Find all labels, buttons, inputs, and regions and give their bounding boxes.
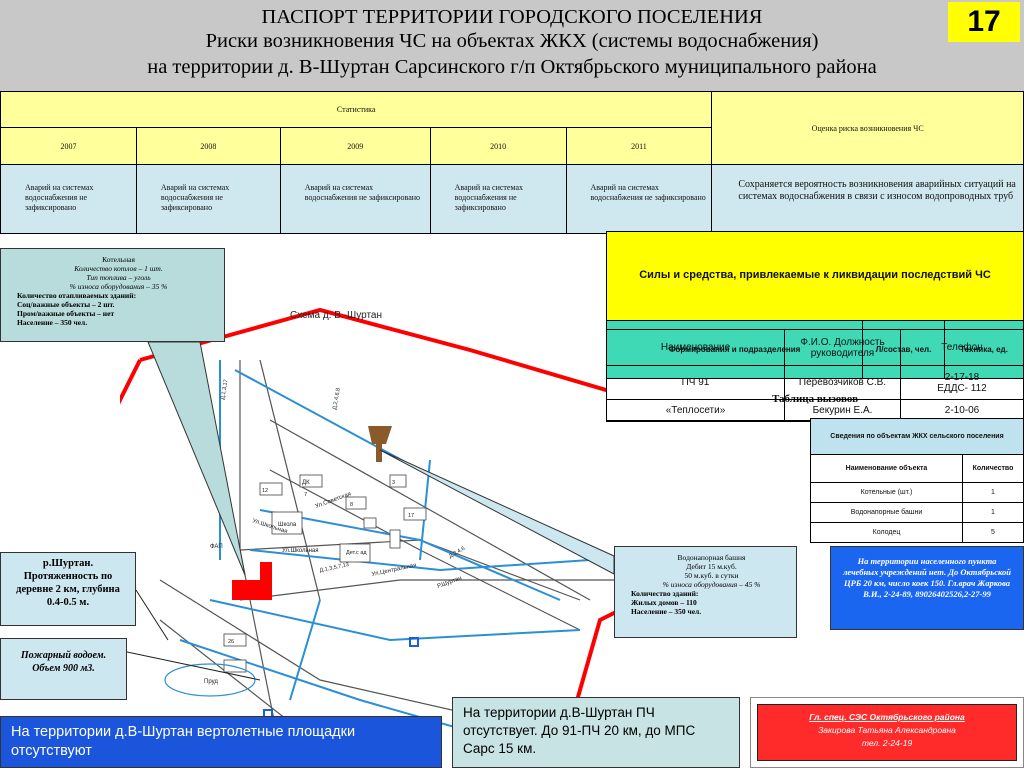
page-subtitle-location: на территории д. В-Шуртан Сарсинского г/… <box>147 56 877 78</box>
boiler-line: % износа оборудования – 35 % <box>69 282 168 291</box>
house-number: 8 <box>350 502 353 508</box>
boiler-line: Население – 350 чел. <box>17 318 88 327</box>
sanitary-position: Гл. спец. СЭС Октябрьского района <box>809 712 965 722</box>
accidents-cell: Аварий на системах водоснабжения не зафи… <box>135 164 281 234</box>
boiler-callout: Котельная Количество котлов – 1 шт. Тип … <box>0 248 225 342</box>
table-row: Котельные (шт.) 1 <box>810 482 1024 503</box>
fire-station-callout: На территории д.В-Шуртан ПЧ отсутствует.… <box>452 697 740 768</box>
boiler-line: Соц/важные объекты – 2 шт. <box>17 300 115 309</box>
street-lines <box>159 359 620 751</box>
tower-line: 50 м.куб. в сутки <box>684 571 739 580</box>
sanitary-phone: тел. 2-24-19 <box>861 738 913 748</box>
house-range-label: Д.2,4,6,8 <box>332 388 342 411</box>
tower-line: % износа оборудования – 45 % <box>662 580 761 589</box>
accidents-cell: Аварий на системах водоснабжения не зафи… <box>565 164 713 234</box>
accidents-cell: Аварий на системах водоснабжения не зафи… <box>429 164 567 234</box>
statistics-header: Статистика <box>0 91 713 128</box>
table-row: Водонапорные башни 1 <box>810 502 1024 523</box>
object-name: Водонапорные башни <box>810 502 963 523</box>
object-count: 1 <box>962 502 1024 523</box>
water-tower-callout: Водонапорная башня Дебит 15 м.куб. 50 м.… <box>614 546 797 638</box>
page-subtitle: Риски возникновения ЧС на объектах ЖКХ (… <box>205 30 819 52</box>
house-number: 26 <box>228 639 234 645</box>
header-band: ПАСПОРТ ТЕРРИТОРИИ ГОРОДСКОГО ПОСЕЛЕНИЯ … <box>0 0 1024 91</box>
call-phone: 2-17-18 ЕДДС- 112 <box>900 365 1024 400</box>
call-name: ПЧ 91 <box>606 365 785 400</box>
object-name: Колодец <box>810 522 963 543</box>
accidents-cell: Аварий на системах водоснабжения не зафи… <box>279 164 431 234</box>
house-number: 7 <box>304 492 307 498</box>
year-cell: 2009 <box>279 127 431 165</box>
year-cell: 2008 <box>135 127 281 165</box>
pond-label: Пруд <box>204 679 218 685</box>
well-marker <box>409 637 419 647</box>
house-number: 3 <box>392 480 395 486</box>
call-person: Перевозчиков С.В. <box>784 365 901 400</box>
forces-title: Силы и средства, привлекаемые к ликвидац… <box>606 231 1024 321</box>
page-number-badge: 17 <box>948 2 1020 42</box>
building-label: Дет.с ад <box>346 550 367 556</box>
object-name: Котельные (шт.) <box>810 482 963 503</box>
statistics-table: Статистика Оценка риска возникновения ЧС… <box>0 91 1024 234</box>
zhkh-objects-table: Сведения по объектам ЖКХ сельского посел… <box>810 418 1024 543</box>
building-label: Школа <box>278 522 297 528</box>
boiler-title: Котельная <box>102 255 135 264</box>
calls-table: Наименование Ф.И.О. Должность руководите… <box>606 329 1024 422</box>
object-count: 1 <box>962 482 1024 503</box>
sanitary-inner: Гл. спец. СЭС Октябрьского района Закиро… <box>757 704 1017 761</box>
river-callout: р.Шуртан. Протяженность по деревне 2 км,… <box>0 552 136 626</box>
water-tower-symbol <box>368 426 392 462</box>
year-cell: 2011 <box>565 127 713 165</box>
table-row: ПЧ 91 Перевозчиков С.В. 2-17-18 ЕДДС- 11… <box>606 365 1024 400</box>
objects-title: Сведения по объектам ЖКХ сельского посел… <box>810 418 1024 455</box>
fire-reservoir-callout: Пожарный водоем. Объем 900 м3. <box>0 638 127 700</box>
objects-column-header: Наименование объекта <box>810 454 963 483</box>
house-range-label: Д.1,3,17 <box>220 379 229 400</box>
boiler-line: Пром/важные объекты – нет <box>17 309 115 318</box>
boiler-line: Тип топлива – уголь <box>86 273 151 282</box>
year-cell: 2007 <box>0 127 137 165</box>
helipad-callout: На территории д.В-Шуртан вертолетные пло… <box>0 716 442 768</box>
call-name: «Теплосети» <box>606 399 785 422</box>
page-title: ПАСПОРТ ТЕРРИТОРИИ ГОРОДСКОГО ПОСЕЛЕНИЯ <box>261 6 763 28</box>
tower-line: Количество зданий: <box>631 589 699 598</box>
street-label: Ул.Школьная <box>282 548 319 554</box>
tower-line: Население – 350 чел. <box>631 607 702 616</box>
table-row: Колодец 5 <box>810 522 1024 543</box>
tower-title: Водонапорная башня <box>677 553 746 562</box>
sanitary-box: Гл. спец. СЭС Октябрьского района Закиро… <box>750 697 1024 768</box>
medical-callout: На территории населенного пункта лечебны… <box>830 546 1024 630</box>
year-cell: 2010 <box>429 127 567 165</box>
calls-column-header: Наименование <box>606 329 785 366</box>
risk-assessment-text: Сохраняется вероятность возникновения ав… <box>711 164 1024 234</box>
house-range-label: Д.1,3,5,7,13 <box>319 562 349 574</box>
river-label: Р.Шуртан <box>437 576 463 590</box>
risk-header: Оценка риска возникновения ЧС <box>711 91 1024 165</box>
calls-column-header: Ф.И.О. Должность руководителя <box>784 329 901 366</box>
building-label: ФАП <box>210 544 223 550</box>
boiler-line: Количество котлов – 1 шт. <box>74 264 163 273</box>
map-title: Схема д. В.-Шуртан <box>290 310 382 321</box>
object-count: 5 <box>962 522 1024 543</box>
calls-column-header: Телефон <box>900 329 1024 366</box>
objects-column-header: Количество <box>962 454 1024 483</box>
house-number: 12 <box>262 488 268 494</box>
accidents-cell: Аварий на системах водоснабжения не зафи… <box>0 164 137 234</box>
boundary-line <box>139 307 641 402</box>
building-label: ДК <box>302 480 310 486</box>
sanitary-person: Закирова Татьяна Александровна <box>818 725 956 735</box>
boiler-line: Количество отапливаемых зданий: <box>17 291 137 300</box>
house-number: 17 <box>408 513 414 519</box>
boiler-building <box>232 562 272 600</box>
table-row: «Теплосети» Бекурин Е.А. 2-10-06 <box>606 399 1024 422</box>
tower-line: Дебит 15 м.куб. <box>686 562 737 571</box>
tower-line: Жилых домов – 110 <box>631 598 697 607</box>
